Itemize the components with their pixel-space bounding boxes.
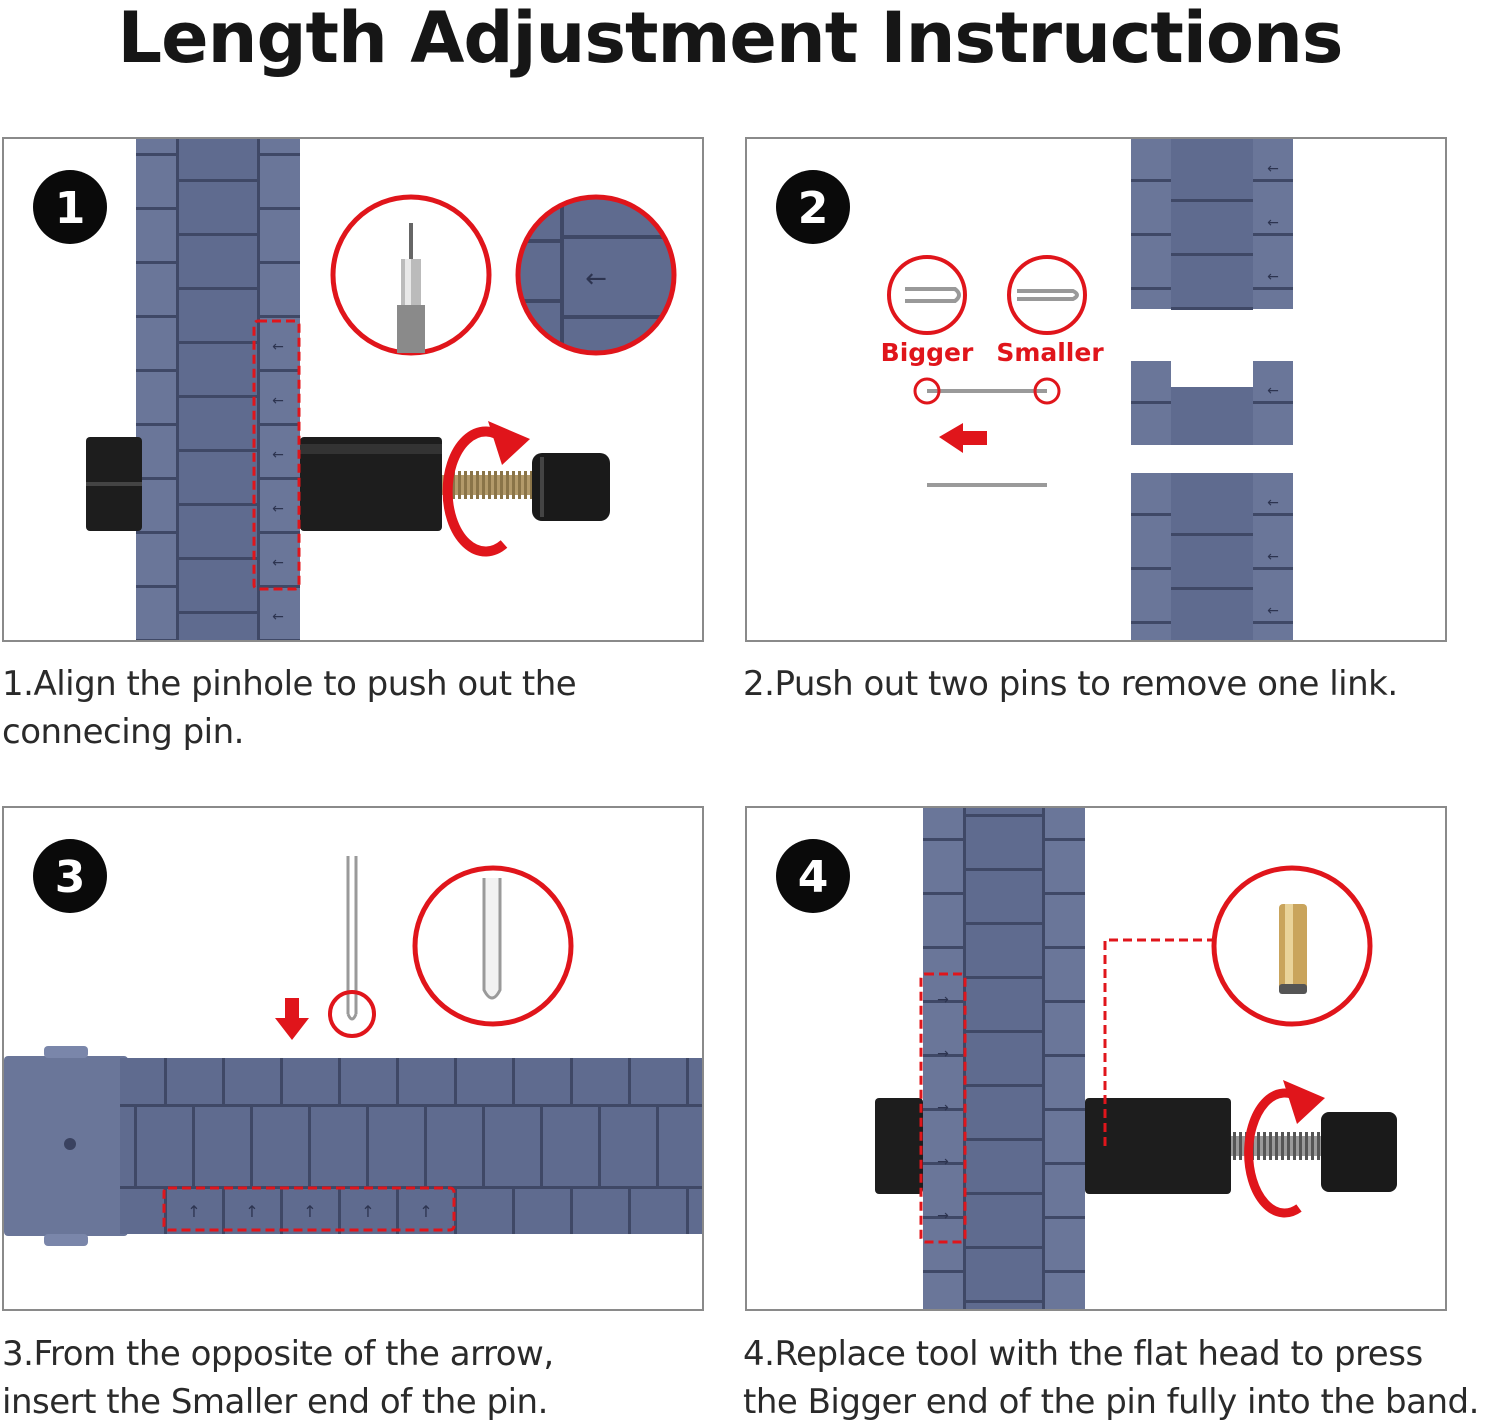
insert-highlight: [162, 1186, 456, 1232]
svg-text:←: ←: [272, 393, 284, 409]
horizontal-band-illustration: ↑ ↑ ↑ ↑ ↑: [4, 1046, 702, 1246]
flat-head-highlight: [919, 972, 967, 1244]
link-removal-tool-4: [875, 1098, 1397, 1194]
watch-band-illustration-4: → → → → →: [923, 808, 1085, 1309]
svg-text:←: ←: [1267, 269, 1279, 285]
svg-text:←: ←: [1267, 215, 1279, 231]
band-segments-illustration: ← ← ← ← ← ← ←: [1131, 139, 1293, 640]
step-3-number: 3: [55, 852, 86, 903]
step-1-caption: 1.Align the pinhole to push out the conn…: [2, 664, 577, 752]
connecting-pin-icon: [913, 377, 1061, 405]
pinhole-highlight: [252, 319, 301, 591]
step-1-number: 1: [55, 183, 86, 234]
rotate-arrow-icon-4: [1244, 1080, 1325, 1218]
smaller-pin-end-icon: [1007, 255, 1087, 335]
svg-text:←: ←: [1267, 495, 1279, 511]
push-left-arrow-icon: [939, 423, 987, 453]
step-2-badge: 2: [776, 170, 850, 244]
bigger-pin-end-icon: [887, 255, 967, 335]
svg-text:↑: ↑: [303, 1202, 316, 1221]
insert-down-arrow-icon: [275, 998, 309, 1040]
svg-text:→: →: [937, 1046, 949, 1062]
svg-text:↑: ↑: [361, 1202, 374, 1221]
step-4-number: 4: [798, 852, 829, 903]
step-3-panel: 3 ↑ ↑ ↑ ↑ ↑: [2, 806, 704, 1311]
link-arrow-zoom-icon: ←: [515, 194, 677, 356]
svg-text:←: ←: [1267, 603, 1279, 619]
svg-text:→: →: [937, 1208, 949, 1224]
svg-text:→: →: [937, 1154, 949, 1170]
svg-text:←: ←: [272, 501, 284, 517]
svg-text:←: ←: [1267, 549, 1279, 565]
step-2-number: 2: [798, 183, 829, 234]
svg-text:→: →: [937, 1100, 949, 1116]
step-2-panel: 2 Bigger Smaller ← ← ← ← ← ← ←: [745, 137, 1447, 642]
step-3-caption: 3.From the opposite of the arrow, insert…: [2, 1334, 554, 1422]
tool-tip-zoom-icon: [330, 194, 492, 356]
step-1-panel: ← ← ← ← ← ← 1: [2, 137, 704, 642]
step-2-caption: 2.Push out two pins to remove one link.: [743, 664, 1398, 704]
step-4-badge: 4: [776, 839, 850, 913]
bigger-label: Bigger: [881, 338, 974, 367]
svg-text:←: ←: [1267, 383, 1279, 399]
flat-head-zoom-icon: [1211, 865, 1373, 1027]
svg-text:↑: ↑: [245, 1202, 258, 1221]
step-4-panel: 4 → → → → →: [745, 806, 1447, 1311]
step-3-badge: 3: [33, 839, 107, 913]
svg-text:←: ←: [272, 555, 284, 571]
smaller-label: Smaller: [996, 338, 1104, 367]
step-4-caption: 4.Replace tool with the flat head to pre…: [743, 1334, 1479, 1422]
svg-text:←: ←: [1267, 161, 1279, 177]
svg-text:←: ←: [585, 264, 607, 294]
svg-text:→: →: [937, 992, 949, 1008]
svg-text:←: ←: [272, 609, 284, 625]
pin-insert-illustration: [328, 856, 376, 1038]
page-title: Length Adjustment Instructions: [117, 0, 1344, 79]
svg-text:↑: ↑: [419, 1202, 432, 1221]
svg-text:←: ←: [272, 339, 284, 355]
svg-text:↑: ↑: [187, 1202, 200, 1221]
rotate-arrow-icon: [442, 421, 530, 557]
svg-text:←: ←: [272, 447, 284, 463]
pin-end-zoom-icon: [412, 865, 574, 1027]
watch-band-illustration: ← ← ← ← ← ←: [136, 139, 300, 640]
step-1-badge: 1: [33, 170, 107, 244]
